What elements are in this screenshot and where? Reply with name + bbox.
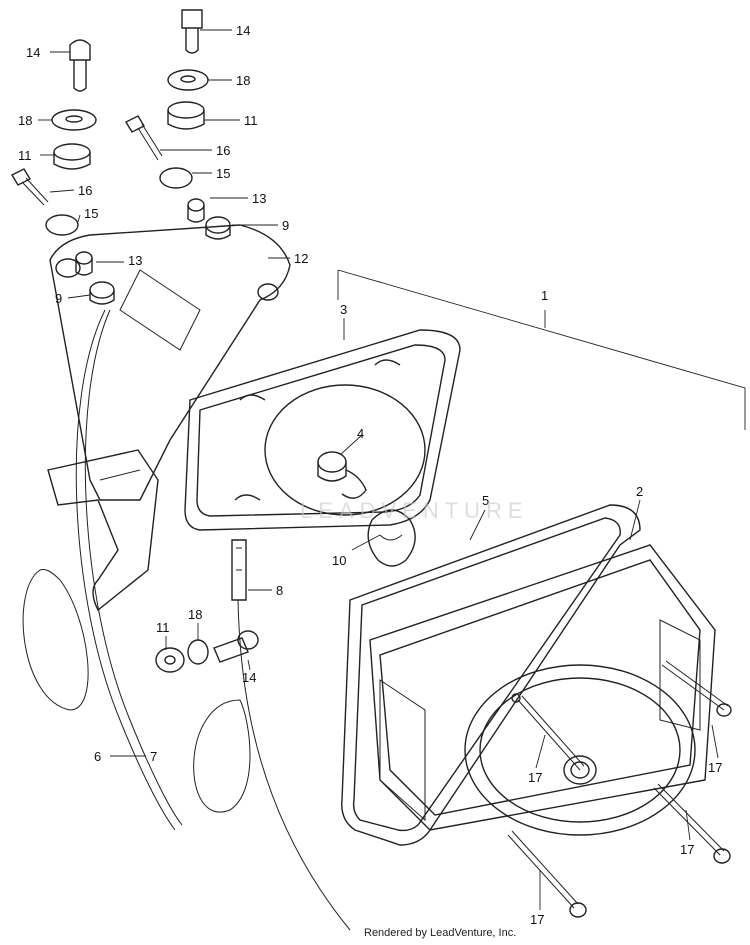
callout-14-left: 14 [26, 45, 40, 60]
callout-13-top: 13 [252, 191, 266, 206]
callout-13-left: 13 [128, 253, 142, 268]
callout-8: 8 [276, 583, 283, 598]
callout-17-center: 17 [528, 770, 542, 785]
callout-3: 3 [340, 302, 347, 317]
callout-7: 7 [150, 749, 157, 764]
callout-9-left: 9 [55, 291, 62, 306]
callout-4: 4 [357, 426, 364, 441]
screw-17-center [511, 693, 585, 771]
bolt-14-top [181, 9, 203, 54]
wire-7 [84, 309, 183, 826]
screw-16-top [125, 115, 163, 161]
callout-18-left: 18 [18, 113, 32, 128]
grommet-11-top [167, 101, 205, 130]
callout-2: 2 [636, 484, 643, 499]
washer-15-top [159, 167, 193, 189]
socket-4 [317, 451, 367, 499]
wire-loop-bottom [193, 699, 251, 813]
callout-18-bottom: 18 [188, 607, 202, 622]
bolt-14-left [69, 39, 91, 92]
screw-17-right [661, 660, 732, 717]
connector-8 [231, 539, 247, 601]
nut-9-left [89, 281, 115, 305]
callout-14-bottom: 14 [242, 670, 256, 685]
callout-18-top: 18 [236, 73, 250, 88]
collar-13-top [187, 198, 205, 223]
callout-12: 12 [294, 251, 308, 266]
callout-15-top: 15 [216, 166, 230, 181]
assembly-line-1 [337, 269, 746, 430]
grommet-11-left [53, 143, 91, 170]
screw-17-bottom [507, 830, 587, 918]
wire-loop-left [22, 569, 89, 711]
callout-15-left: 15 [84, 206, 98, 221]
callout-11-top: 11 [244, 113, 258, 128]
gasket-5 [341, 504, 641, 846]
washer-18-left [51, 109, 97, 131]
footer-credit: Rendered by LeadVenture, Inc. [364, 927, 517, 939]
callout-9-top: 9 [282, 218, 289, 233]
callout-11-left: 11 [18, 148, 32, 163]
callout-5: 5 [482, 493, 489, 508]
collar-13-left [75, 251, 93, 276]
callout-1: 1 [541, 288, 548, 303]
washer-18-bottom [187, 639, 209, 665]
callout-16-left: 16 [78, 183, 92, 198]
wire-6 [75, 309, 176, 831]
washer-18-top [167, 69, 209, 91]
callout-11-bottom: 11 [156, 620, 170, 635]
bolt-14-bottom [213, 630, 259, 663]
bracket-12 [47, 224, 291, 612]
screw-16-left [11, 168, 49, 206]
bulb-10 [367, 509, 416, 567]
callout-16-top: 16 [216, 143, 230, 158]
housing-3 [184, 329, 461, 531]
washer-15-left [45, 214, 79, 236]
nut-9-top [205, 216, 231, 240]
callout-6: 6 [94, 749, 101, 764]
callout-10: 10 [332, 553, 346, 568]
callout-17-bottom: 17 [530, 912, 544, 927]
screw-17-lower-right [653, 783, 731, 864]
leader-lines [38, 29, 719, 910]
callout-14-top: 14 [236, 23, 250, 38]
watermark-text: LEADVENTURE [300, 498, 529, 523]
callout-17-right: 17 [708, 760, 722, 775]
callout-17-lower: 17 [680, 842, 694, 857]
lens-2 [369, 544, 716, 836]
wire-8-lead [237, 599, 351, 931]
grommet-11-bottom [155, 647, 185, 673]
